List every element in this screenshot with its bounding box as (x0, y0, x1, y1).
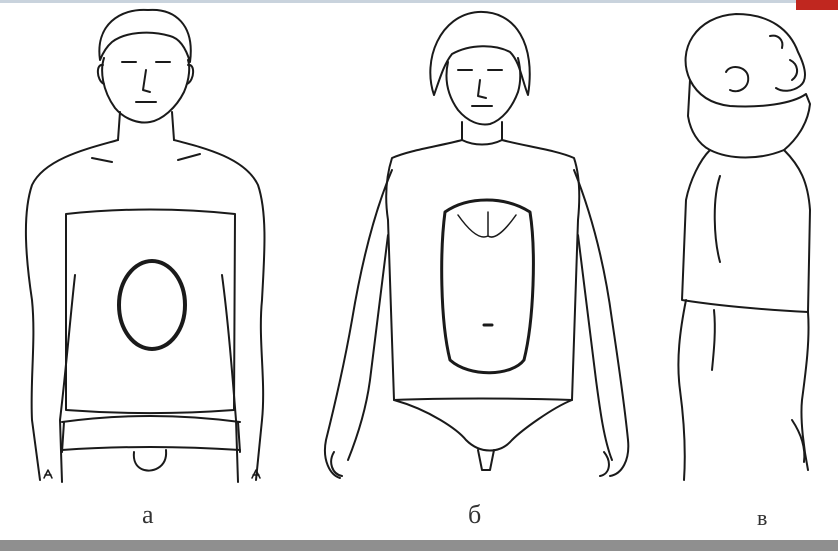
figure-a (26, 10, 265, 482)
figure-c (678, 14, 810, 480)
panel-label-a: а (142, 502, 154, 528)
panel-label-b: б (468, 502, 481, 528)
figure-b (325, 12, 628, 478)
bottom-border (0, 540, 838, 551)
panel-label-v: в (757, 505, 767, 531)
